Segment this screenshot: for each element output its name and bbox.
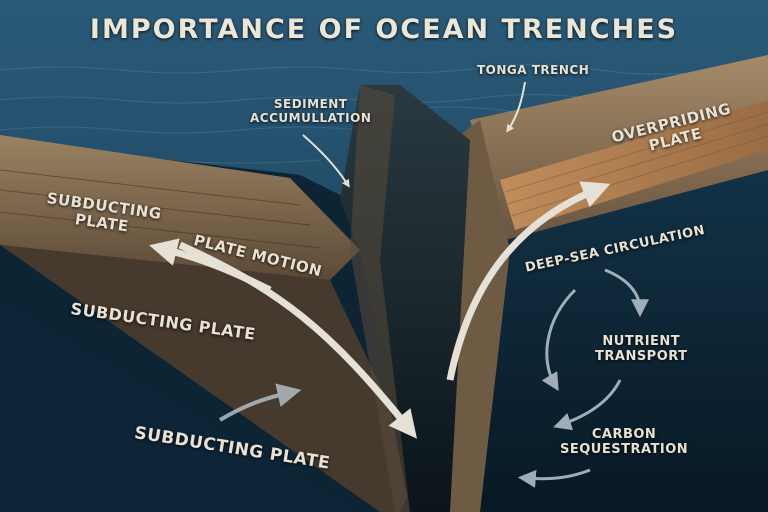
nutrient-transport-label: NUTRIENT TRANSPORT [595,334,688,365]
upwelling-arrow [446,181,611,381]
carbon-sequestration-label: CARBON SEQUESTRATION [560,427,689,458]
subducting-plate-top [0,135,360,280]
sediment-line2: ACCUMULLATION [250,110,372,125]
sediment-pointer-arrow [302,134,350,188]
diagram-title: IMPORTANCE OF OCEAN TRENCHES [89,14,679,45]
circulation-arrow-4 [517,468,591,488]
plate-motion-arrow [149,238,272,294]
circulation-arrow-3 [553,379,622,431]
tonga-trench-label: TONGA TRENCH [477,63,590,77]
subducting-arrow [218,383,302,422]
sediment-accumulation-label: SEDIMENT ACCUMULLATION [250,97,372,126]
nutrient-line2: TRANSPORT [595,348,688,364]
deep-water [460,170,768,512]
nutrient-line1: NUTRIENT [602,334,681,349]
carbon-line1: CARBON [591,427,657,442]
carbon-line2: SEQUESTRATION [560,441,689,457]
circulation-arrow-2 [541,288,577,392]
subducting-slab [0,245,420,512]
circulation-arrow-1 [604,268,649,318]
tonga-pointer-arrow [506,81,526,133]
sediment-line1: SEDIMENT [273,97,348,111]
